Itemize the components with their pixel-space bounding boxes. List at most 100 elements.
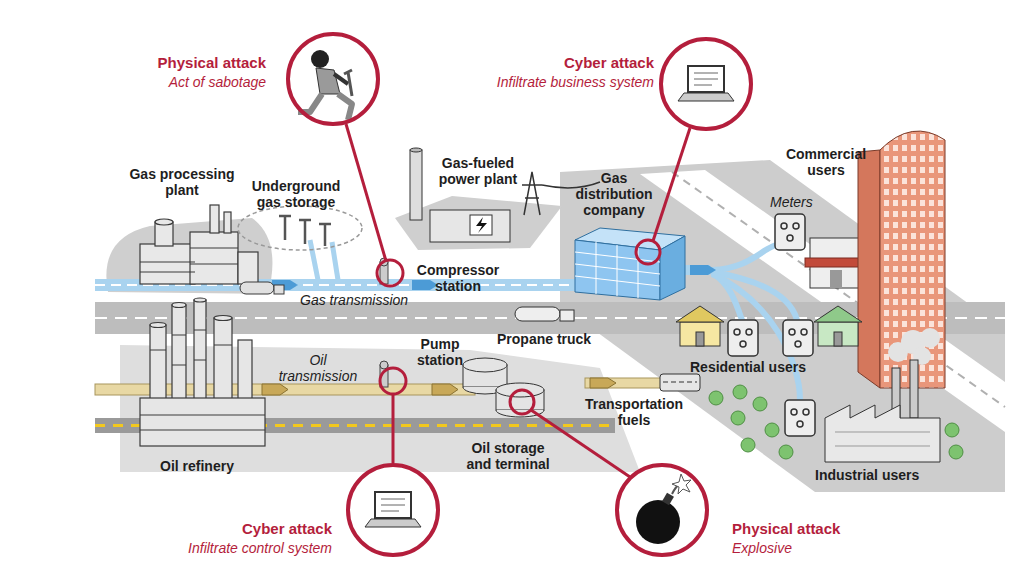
houses: [676, 306, 724, 322]
callout-text: Infiltrate business system: [497, 73, 654, 91]
oil-refinery: [150, 323, 166, 328]
oil-refinery: [214, 316, 232, 321]
facility-label: Gas processing plant: [125, 166, 240, 198]
saboteur-icon: [316, 68, 340, 94]
power-plant: [430, 210, 510, 242]
oil-pipeline: [262, 384, 288, 395]
target-rings: [510, 390, 534, 414]
facility-label: Oil refinery: [160, 458, 234, 474]
laptop-icon: [375, 492, 411, 518]
gas-pipeline: [690, 265, 716, 275]
gas-meters: [785, 400, 815, 436]
gas-meters: [797, 421, 803, 427]
gas-meters: [787, 235, 793, 241]
facility-label: Oil storage and terminal: [458, 440, 558, 472]
oil-refinery: [194, 300, 206, 400]
underground-storage: [238, 206, 362, 250]
gas-pipeline: [332, 242, 338, 280]
flow-label: Meters: [770, 194, 813, 210]
pump-station: [380, 361, 388, 369]
commercial-building: [880, 131, 945, 388]
houses: [676, 306, 862, 346]
houses: [680, 322, 720, 346]
houses: [814, 306, 862, 322]
oil-refinery: [172, 305, 186, 400]
power-plant: [410, 150, 422, 220]
distribution-company: [575, 240, 660, 300]
power-plant: [470, 215, 492, 235]
leader-lines: [392, 394, 395, 463]
underground-storage: [238, 206, 362, 250]
gas-processing-plant: [140, 205, 258, 284]
user-label: Industrial users: [815, 467, 919, 483]
callout-backgrounds: [661, 39, 751, 129]
trees: [945, 423, 959, 437]
gas-processing-plant: [140, 248, 238, 272]
gas-pipeline: [712, 245, 776, 270]
gas-meters: [775, 214, 805, 250]
callout-circle: Cyber attackInfiltrate control system: [346, 463, 440, 557]
trees: [949, 445, 963, 459]
flow-label: Transportation fuels: [574, 396, 694, 428]
tank-truck: [274, 285, 284, 294]
oil-refinery: [150, 325, 166, 400]
distribution-company: [575, 228, 685, 300]
callout-circle: Physical attackAct of sabotage: [286, 32, 380, 126]
gas-meters: [789, 329, 795, 335]
gas-meters: [801, 329, 807, 335]
saboteur-icon: [311, 50, 329, 68]
oil-tanks: [463, 358, 507, 372]
callout-text: Infiltrate control system: [188, 539, 332, 557]
power-plant: [410, 148, 422, 152]
leader-lines: [653, 128, 690, 241]
laptop-icon: [381, 499, 405, 511]
oil-refinery: [140, 298, 265, 446]
saboteur-icon: [344, 70, 352, 96]
leader-lines: [346, 124, 386, 261]
oil-pipeline: [432, 384, 458, 395]
oil-pipeline: [585, 378, 665, 388]
laptop-icon: [688, 66, 724, 92]
tank-truck: [240, 282, 284, 294]
underground-storage: [279, 216, 331, 246]
oil-pipeline: [660, 374, 700, 391]
gas-processing-plant: [190, 232, 238, 284]
oil-refinery: [214, 318, 232, 400]
gas-meters: [795, 341, 801, 347]
propane-truck: [515, 307, 574, 321]
callout-circle: Cyber attackInfiltrate business system: [659, 37, 753, 131]
callout-text: Act of sabotage: [169, 73, 266, 91]
gas-pipeline: [95, 240, 800, 400]
industrial-plant: [920, 328, 940, 348]
gas-meters: [734, 329, 740, 335]
laptop-icon: [678, 93, 734, 101]
tank-truck: [240, 282, 274, 294]
trees: [733, 385, 747, 399]
callout-heading: Cyber attack: [242, 520, 332, 538]
facility-label: Underground gas storage: [246, 178, 346, 210]
flow-label: Gas transmission: [300, 292, 408, 308]
houses: [818, 322, 858, 346]
propane-truck: [515, 307, 560, 321]
gas-processing-plant: [155, 219, 173, 225]
commercial-building: [858, 150, 880, 388]
user-label: Residential users: [690, 359, 806, 375]
gas-meters: [781, 223, 787, 229]
ground: [672, 172, 1005, 407]
trees: [765, 423, 779, 437]
facility-label: Gas-fueled power plant: [431, 155, 526, 187]
trees: [741, 438, 755, 452]
gas-pipeline: [412, 280, 438, 290]
oil-refinery: [140, 330, 265, 430]
laptop-icon: [365, 66, 734, 527]
oil-pipeline: [663, 382, 697, 383]
laptop-icon: [365, 519, 421, 527]
callout-heading: Cyber attack: [564, 54, 654, 72]
trees: [731, 411, 745, 425]
gas-meters: [728, 214, 815, 436]
gas-meters: [803, 409, 809, 415]
houses: [834, 332, 842, 346]
callout-backgrounds: [348, 465, 438, 555]
callout-heading: Physical attack: [732, 520, 840, 538]
